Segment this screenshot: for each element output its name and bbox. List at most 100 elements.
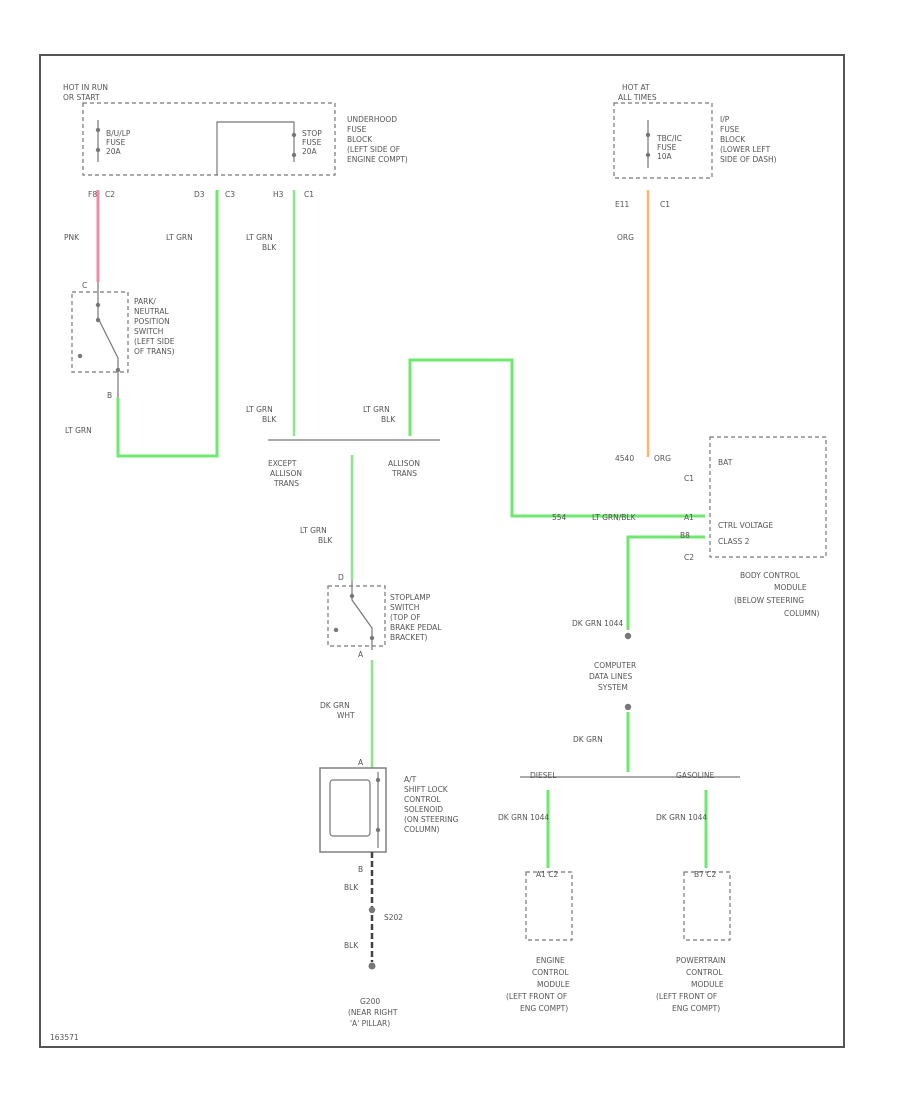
underhood-label-1: UNDERHOOD: [347, 115, 397, 124]
stop-fuse-label-3: 20A: [302, 147, 318, 156]
pcm-wire-label: DK GRN 1044: [656, 813, 707, 822]
bcm-wire-label-3: 554: [552, 513, 567, 522]
shift-lock-solenoid-inner: [329, 779, 371, 837]
bcm-pin-b8: B8: [680, 531, 690, 540]
wire-pnk-label: PNK: [64, 233, 80, 242]
wire-org-label: ORG: [617, 233, 634, 242]
pcm-label-2: CONTROL: [686, 968, 723, 977]
wire-dkgrn-wht-label-b: WHT: [337, 711, 355, 720]
pcm-label-1: POWERTRAIN: [676, 956, 726, 965]
wire-ltgrn-blk-label-2a: LT GRN: [246, 405, 273, 414]
wire-ltgrn-label-1: LT GRN: [166, 233, 193, 242]
pnp-pin-c: C: [82, 281, 87, 290]
except-allison-label-3: TRANS: [273, 479, 299, 488]
stoplamp-label-4: BRAKE PEDAL: [390, 623, 442, 632]
underhood-fuse-block-box: [82, 102, 336, 176]
bcm-label-2: MODULE: [774, 583, 807, 592]
conn-c1b-label: C1: [660, 200, 670, 209]
ground-label-2: (NEAR RIGHT: [348, 1008, 398, 1017]
ecm-label-5: ENG COMPT): [520, 1004, 568, 1013]
pnp-label-1: PARK/: [134, 297, 156, 306]
except-allison-label-1: EXCEPT: [268, 459, 297, 468]
conn-c1-label: C1: [304, 190, 314, 199]
bcm-bat-label: BAT: [718, 458, 733, 467]
ip-block-label-1: I/P: [720, 115, 730, 124]
diesel-label: DIESEL: [530, 771, 557, 780]
pin-e11-label: E11: [615, 200, 630, 209]
ip-fuse-label-1: TBC/IC: [656, 134, 682, 143]
bcm-wire-label-4: LT GRN/BLK: [592, 513, 637, 522]
solenoid-label-2: SHIFT LOCK: [404, 785, 449, 794]
allison-label-2: TRANS: [391, 469, 417, 478]
ip-fuse-label-2: FUSE: [657, 143, 677, 152]
hot-in-run-label-2: OR START: [63, 93, 100, 102]
wire-blk-label-1: BLK: [344, 883, 359, 892]
stoplamp-label-5: BRACKET): [390, 633, 428, 642]
stoplamp-contact: [351, 580, 373, 650]
solenoid-label-4: SOLENOID: [404, 805, 443, 814]
pin-h3-label: H3: [273, 190, 284, 199]
pnp-pin-b: B: [107, 391, 112, 400]
pnp-switch-contact: [97, 282, 119, 398]
ip-fuse-block-box: [613, 102, 713, 179]
bcm-c2-label: C2: [684, 553, 694, 562]
figure-id: 163571: [50, 1033, 79, 1042]
pin-d3-label: D3: [194, 190, 205, 199]
pin-f8-label: F8: [88, 190, 97, 199]
pcm-label-3: MODULE: [691, 980, 724, 989]
stop-fuse-label-2: FUSE: [302, 138, 322, 147]
solenoid-label-1: A/T: [404, 775, 417, 784]
wire-blk-label-2: BLK: [344, 941, 359, 950]
wire-dkgrn-wht-label-a: DK GRN: [320, 701, 350, 710]
splice-label: S202: [384, 913, 403, 922]
pnp-label-5: (LEFT SIDE: [134, 337, 175, 346]
bcm-c1-label: C1: [684, 474, 694, 483]
stop-fuse-label-1: STOP: [302, 129, 322, 138]
hot-at-label: HOT AT: [622, 83, 650, 92]
bcm-label-3: (BELOW STEERING: [734, 596, 804, 605]
underhood-label-5: ENGINE COMPT): [347, 155, 408, 164]
wire-ltgrn-left: [116, 190, 219, 458]
bcm-label-4: COLUMN): [784, 609, 820, 618]
pcm-label-4: (LEFT FRONT OF: [656, 992, 717, 1001]
wire-ltgrn-blk-label-3b: BLK: [381, 415, 396, 424]
ip-block-label-4: (LOWER LEFT: [720, 145, 771, 154]
stop-fuse-feed: [216, 121, 295, 175]
bcm-pin-a1: A1: [684, 513, 694, 522]
wire-allison: [408, 358, 705, 518]
underhood-label-2: FUSE: [347, 125, 367, 134]
ground-label-3: 'A' PILLAR): [350, 1019, 390, 1028]
conn-c2-label: C2: [105, 190, 115, 199]
ecm-label-1: ENGINE: [536, 956, 565, 965]
ip-block-label-5: SIDE OF DASH): [720, 155, 777, 164]
underhood-label-4: (LEFT SIDE OF: [347, 145, 400, 154]
except-allison-label-2: ALLISON: [270, 469, 302, 478]
wire-dkgrn-label: DK GRN: [573, 735, 603, 744]
pcm-pin-label: B7 C2: [694, 870, 717, 879]
diagram-frame: [39, 54, 845, 1048]
pnp-label-6: OF TRANS): [134, 347, 175, 356]
bcm-wire-label-2: ORG: [654, 454, 671, 463]
hot-in-run-label: HOT IN RUN: [63, 83, 108, 92]
gasoline-label: GASOLINE: [676, 771, 715, 780]
allison-label-1: ALLISON: [388, 459, 420, 468]
ground-label-1: G200: [360, 997, 380, 1006]
wire-ltgrn-blk-label-1b: BLK: [262, 243, 277, 252]
pcm-label-5: ENG COMPT): [672, 1004, 720, 1013]
pcm-box: [683, 871, 731, 941]
wire-class2: [626, 535, 705, 630]
ecm-box: [525, 871, 573, 941]
wire-ltgrn-label-2: LT GRN: [65, 426, 92, 435]
solenoid-label-5: (ON STEERING: [404, 815, 459, 824]
dkgrn-1044-label: DK GRN 1044: [572, 619, 623, 628]
bu-fuse-label-2: FUSE: [106, 138, 126, 147]
ecm-wire-label: DK GRN 1044: [498, 813, 549, 822]
bcm-box: [709, 436, 827, 558]
ip-block-label-3: BLOCK: [720, 135, 746, 144]
ip-block-label-2: FUSE: [720, 125, 740, 134]
hot-at-label-2: ALL TIMES: [618, 93, 657, 102]
pnp-label-2: NEUTRAL: [134, 307, 169, 316]
bcm-ctrl-voltage: CTRL VOLTAGE: [718, 521, 773, 530]
conn-c3-label: C3: [225, 190, 235, 199]
